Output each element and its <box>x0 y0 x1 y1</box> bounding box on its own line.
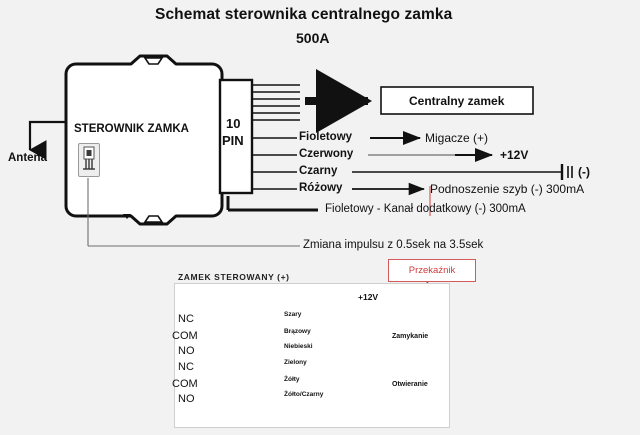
relay-callout-box: Przekaźnik <box>388 259 476 282</box>
central-lock-box <box>380 86 534 115</box>
pulse-note-label: Zmiana impulsu z 0.5sek na 3.5sek <box>303 239 484 251</box>
pin-wires <box>252 84 300 190</box>
lower-panel-title: ZAMEK STEROWANY (+) <box>178 272 290 282</box>
central-lock-label: Centralny zamek <box>409 94 505 108</box>
ground-symbol <box>560 164 573 180</box>
terminal-label-3: NC <box>178 361 194 373</box>
dest-podnoszenie-szyb: Podnoszenie szyb (-) 300mA <box>430 182 585 196</box>
dest-migacze: Migacze (+) <box>425 131 489 145</box>
pin-connector-block <box>218 78 254 195</box>
terminal-label-5: NO <box>178 393 195 405</box>
wire-color-4: Żółty <box>284 376 300 383</box>
terminal-label-4: COM <box>172 378 198 390</box>
terminal-label-0: NC <box>178 313 194 325</box>
action-label-zamykanie: Zamykanie <box>392 333 429 340</box>
wire-color-3: Zielony <box>284 359 307 366</box>
wire-label-czarny: Czarny <box>299 165 338 177</box>
wire-color-2: Niebieski <box>284 343 313 350</box>
wire-color-0: Szary <box>284 311 302 318</box>
dest-ground: (-) <box>578 165 590 179</box>
page-title: Schemat sterownika centralnego zamka <box>155 6 453 23</box>
action-label-otwieranie: Otwieranie <box>392 381 428 388</box>
terminal-label-1: COM <box>172 330 198 342</box>
controller-body <box>64 54 224 226</box>
extra-channel-label: Fioletowy - Kanał dodatkowy (-) 300mA <box>325 203 526 215</box>
supply-label-12v: +12V <box>358 292 379 302</box>
antenna-label: Antena <box>8 152 47 164</box>
wire-color-1: Brązowy <box>284 328 311 335</box>
page-subtitle: 500A <box>296 30 330 46</box>
connector-plug-icon <box>78 143 100 177</box>
wire-label-czerwony: Czerwony <box>299 148 354 160</box>
dest-plus12v: +12V <box>500 148 529 162</box>
pin-unit-label: PIN <box>222 133 244 148</box>
terminal-label-2: NO <box>178 345 195 357</box>
antenna-lead <box>28 120 66 160</box>
wire-color-5: Żółto/Czarny <box>284 391 324 398</box>
pin-count-label: 10 <box>226 116 241 131</box>
lower-panel <box>174 283 450 428</box>
relay-callout-label: Przekaźnik <box>408 265 456 276</box>
wire-label-rozowy: Różowy <box>299 182 343 194</box>
controller-label: STEROWNIK ZAMKA <box>74 123 189 135</box>
wire-label-fioletowy: Fioletowy <box>299 131 353 143</box>
